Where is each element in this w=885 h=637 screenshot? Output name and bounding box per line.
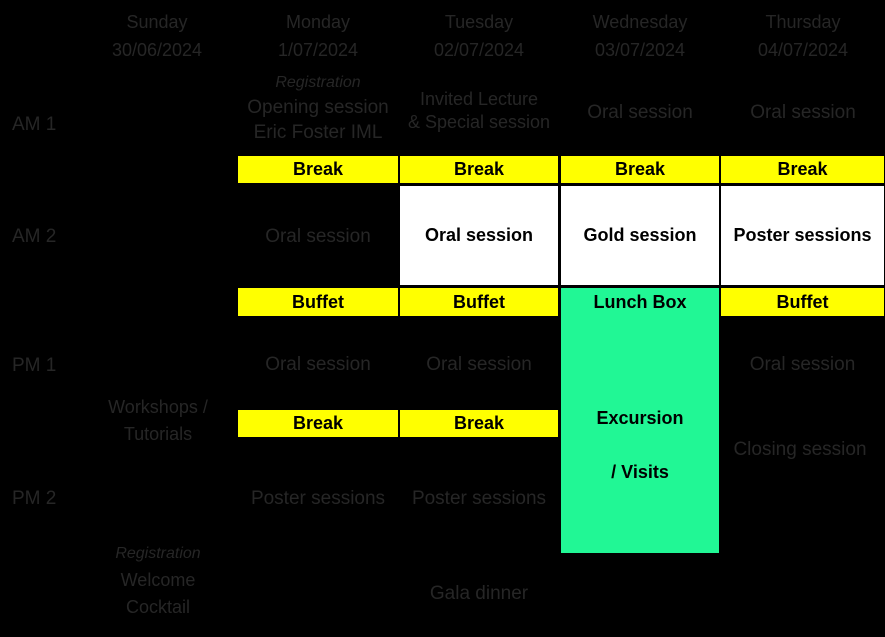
row-label-pm2: PM 2 <box>12 488 57 509</box>
wednesday-visits-label: / Visits <box>611 461 669 482</box>
day-date: 1/07/2024 <box>277 40 359 60</box>
sunday-workshops-line: Workshops / <box>108 397 208 417</box>
monday-break1-cell: Break <box>238 156 398 183</box>
column-header-sunday: Sunday 30/06/2024 <box>77 8 237 64</box>
monday-am1-sessions: Registration Opening session Eric Foster… <box>238 70 398 145</box>
day-date: 30/06/2024 <box>111 40 203 60</box>
sunday-evening-block: Registration Welcome Cocktail <box>78 540 238 621</box>
thursday-am1-session: Oral session <box>750 102 856 123</box>
tuesday-break2-cell: Break <box>400 410 558 437</box>
monday-pm2-session: Poster sessions <box>250 488 386 509</box>
tuesday-buffet-cell: Buffet <box>400 288 558 316</box>
thursday-closing-session: Closing session <box>733 439 867 460</box>
day-name: Monday <box>285 12 351 32</box>
day-name: Wednesday <box>592 12 688 32</box>
monday-registration: Registration <box>275 74 361 91</box>
wednesday-excursion-label: Excursion <box>596 407 684 428</box>
tuesday-gala-dinner: Gala dinner <box>429 583 529 604</box>
row-label-am2: AM 2 <box>12 226 57 247</box>
thursday-buffet-cell: Buffet <box>721 288 884 316</box>
day-name: Sunday <box>126 12 188 32</box>
day-name: Tuesday <box>444 12 514 32</box>
monday-opening-session: Opening session <box>247 97 389 118</box>
sunday-workshops-tutorials: Workshops / Tutorials <box>78 394 238 448</box>
sunday-tutorials-line: Tutorials <box>123 424 193 444</box>
monday-am2-session: Oral session <box>265 226 371 247</box>
thursday-pm1-session: Oral session <box>749 354 856 375</box>
tuesday-am2-cell: Oral session <box>400 186 558 285</box>
day-date: 03/07/2024 <box>594 40 686 60</box>
tuesday-pm1-session: Oral session <box>426 354 532 375</box>
sunday-evening-welcome: Welcome <box>120 570 196 590</box>
wednesday-break1-cell: Break <box>561 156 719 183</box>
wednesday-am2-cell: Gold session <box>561 186 719 285</box>
thursday-am2-cell: Poster sessions <box>721 186 884 285</box>
monday-buffet-cell: Buffet <box>238 288 398 316</box>
monday-eric-foster-iml: Eric Foster IML <box>253 122 383 143</box>
day-date: 04/07/2024 <box>757 40 849 60</box>
sunday-evening-cocktail: Cocktail <box>125 597 191 617</box>
day-name: Thursday <box>765 12 841 32</box>
sunday-evening-registration: Registration <box>115 545 201 562</box>
day-date: 02/07/2024 <box>433 40 525 60</box>
wednesday-lunch-box: Lunch Box <box>593 291 687 312</box>
column-header-tuesday: Tuesday 02/07/2024 <box>399 8 559 64</box>
row-label-pm1: PM 1 <box>12 355 57 376</box>
monday-break2-cell: Break <box>238 410 398 437</box>
tuesday-break1-cell: Break <box>400 156 558 183</box>
wednesday-excursion-block: Lunch Box Excursion / Visits <box>561 288 719 553</box>
row-label-am1: AM 1 <box>12 114 57 135</box>
tuesday-am1-sessions: Invited Lecture & Special session <box>398 88 560 134</box>
wednesday-am1-session: Oral session <box>587 102 693 123</box>
column-header-monday: Monday 1/07/2024 <box>238 8 398 64</box>
monday-pm1-session: Oral session <box>265 354 371 375</box>
thursday-break1-cell: Break <box>721 156 884 183</box>
column-header-thursday: Thursday 04/07/2024 <box>722 8 884 64</box>
column-header-wednesday: Wednesday 03/07/2024 <box>560 8 720 64</box>
tuesday-special-session: & Special session <box>407 112 551 132</box>
tuesday-invited-lecture: Invited Lecture <box>419 89 539 109</box>
tuesday-pm2-session: Poster sessions <box>411 488 547 509</box>
